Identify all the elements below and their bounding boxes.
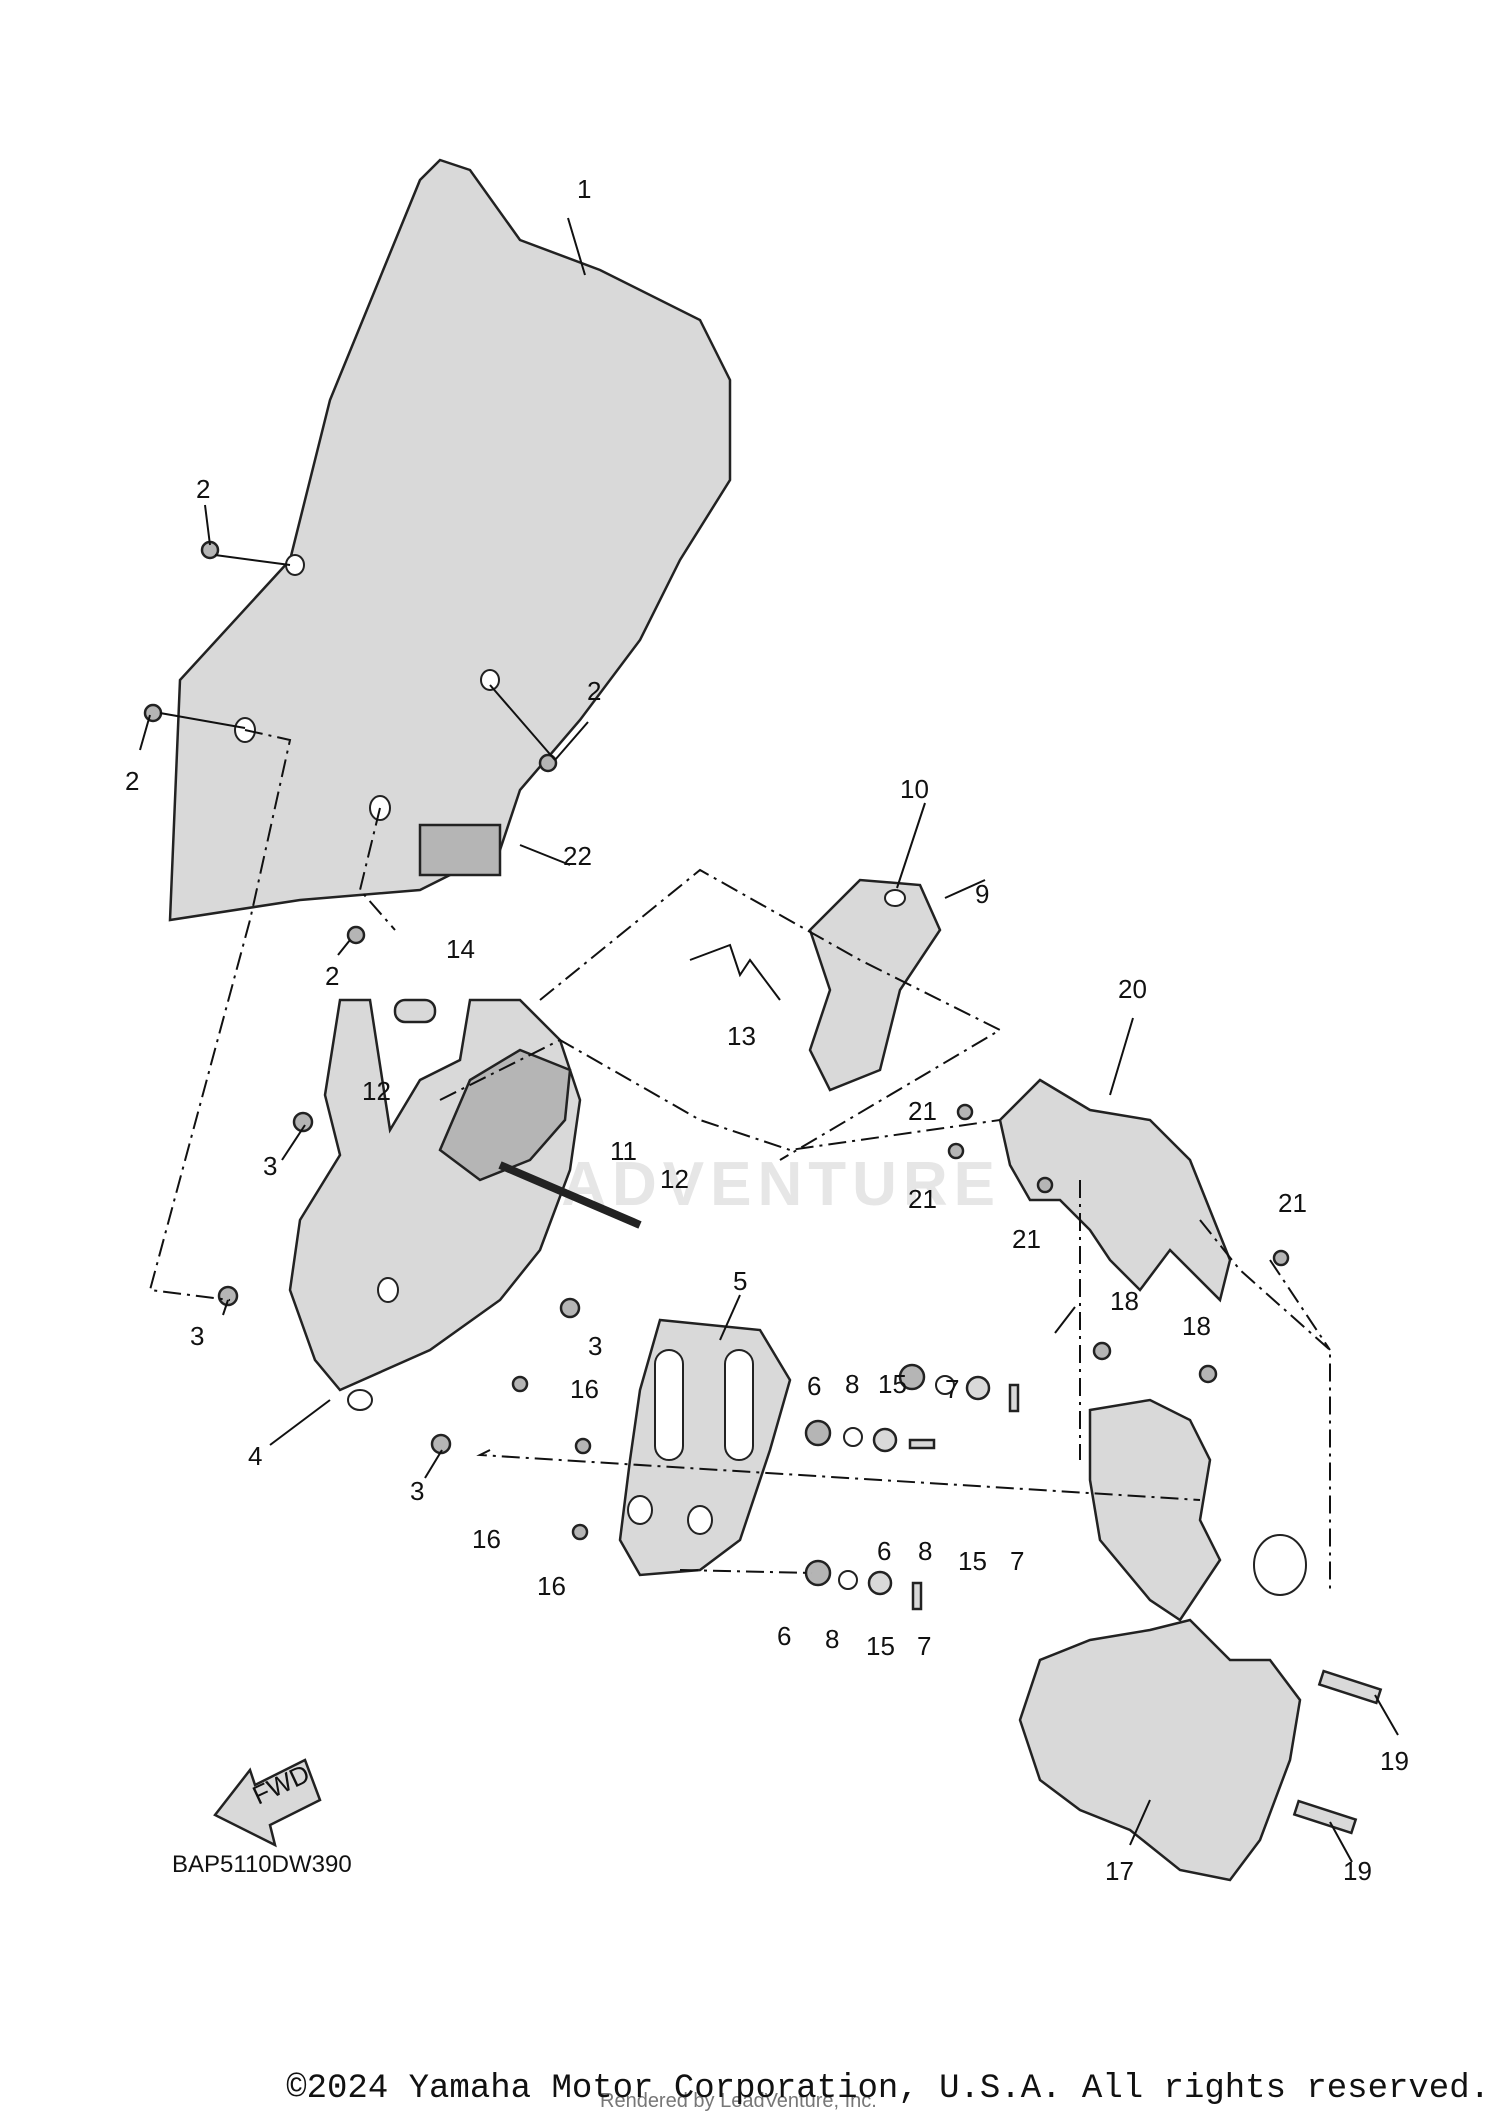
diagram-code: BAP5110DW390 xyxy=(172,1851,352,1878)
callout-3: 3 xyxy=(263,1151,277,1181)
fastener-heads xyxy=(143,540,1383,1835)
callout-22: 22 xyxy=(563,841,592,871)
callout-1: 1 xyxy=(577,174,591,204)
callout-18: 18 xyxy=(1182,1311,1211,1341)
reference-lines xyxy=(139,217,1399,1863)
callout-19: 19 xyxy=(1343,1856,1372,1886)
callout-2: 2 xyxy=(125,766,139,796)
callout-3: 3 xyxy=(588,1331,602,1361)
callout-2: 2 xyxy=(587,676,601,706)
fwd-arrow-icon: FWD xyxy=(213,1758,322,1848)
callout-2: 2 xyxy=(196,474,210,504)
callout-21: 21 xyxy=(908,1184,937,1214)
callout-16: 16 xyxy=(472,1524,501,1554)
callout-21: 21 xyxy=(908,1096,937,1126)
callout-6: 6 xyxy=(777,1621,791,1651)
callout-12: 12 xyxy=(362,1076,391,1106)
callout-5: 5 xyxy=(733,1266,747,1296)
callout-8: 8 xyxy=(845,1369,859,1399)
callout-6: 6 xyxy=(877,1536,891,1566)
callout-3: 3 xyxy=(410,1476,424,1506)
copyright-text: ©2024 Yamaha Motor Corporation, U.S.A. A… xyxy=(286,2070,1490,2108)
callout-7: 7 xyxy=(917,1631,931,1661)
callout-21: 21 xyxy=(1278,1188,1307,1218)
callout-8: 8 xyxy=(918,1536,932,1566)
callout-17: 17 xyxy=(1105,1856,1134,1886)
callout-19: 19 xyxy=(1380,1746,1409,1776)
callout-16: 16 xyxy=(570,1374,599,1404)
callout-15: 15 xyxy=(958,1546,987,1576)
callout-4: 4 xyxy=(248,1441,262,1471)
plate-5-part xyxy=(618,1318,792,1577)
air-duct-part xyxy=(393,998,642,1229)
washer-stack xyxy=(804,1363,1020,1611)
callout-2: 2 xyxy=(325,961,339,991)
callout-15: 15 xyxy=(878,1369,907,1399)
callout-18: 18 xyxy=(1110,1286,1139,1316)
callout-8: 8 xyxy=(825,1624,839,1654)
callout-3: 3 xyxy=(190,1321,204,1351)
callout-21: 21 xyxy=(1012,1224,1041,1254)
callout-13: 13 xyxy=(727,1021,756,1051)
callout-11: 11 xyxy=(610,1136,637,1166)
callout-14: 14 xyxy=(446,934,475,964)
callout-20: 20 xyxy=(1118,974,1147,1004)
rendered-by-text: Rendered by LeadVenture, Inc. xyxy=(600,2090,877,2112)
callout-15: 15 xyxy=(866,1631,895,1661)
callout-7: 7 xyxy=(945,1374,959,1404)
bracket-9-part xyxy=(689,878,942,1092)
callout-7: 7 xyxy=(1010,1546,1024,1576)
callout-12: 12 xyxy=(660,1164,689,1194)
cover-20-part xyxy=(998,1078,1232,1303)
callout-labels: 1 2 2 2 2 3 3 3 3 4 5 6 6 6 7 7 7 8 8 8 … xyxy=(125,174,1409,1886)
stay-frame-part xyxy=(1018,1398,1307,1882)
callout-16: 16 xyxy=(537,1571,566,1601)
callout-6: 6 xyxy=(807,1371,821,1401)
windshield-part xyxy=(168,158,732,922)
callout-9: 9 xyxy=(975,879,989,909)
callout-10: 10 xyxy=(900,774,929,804)
